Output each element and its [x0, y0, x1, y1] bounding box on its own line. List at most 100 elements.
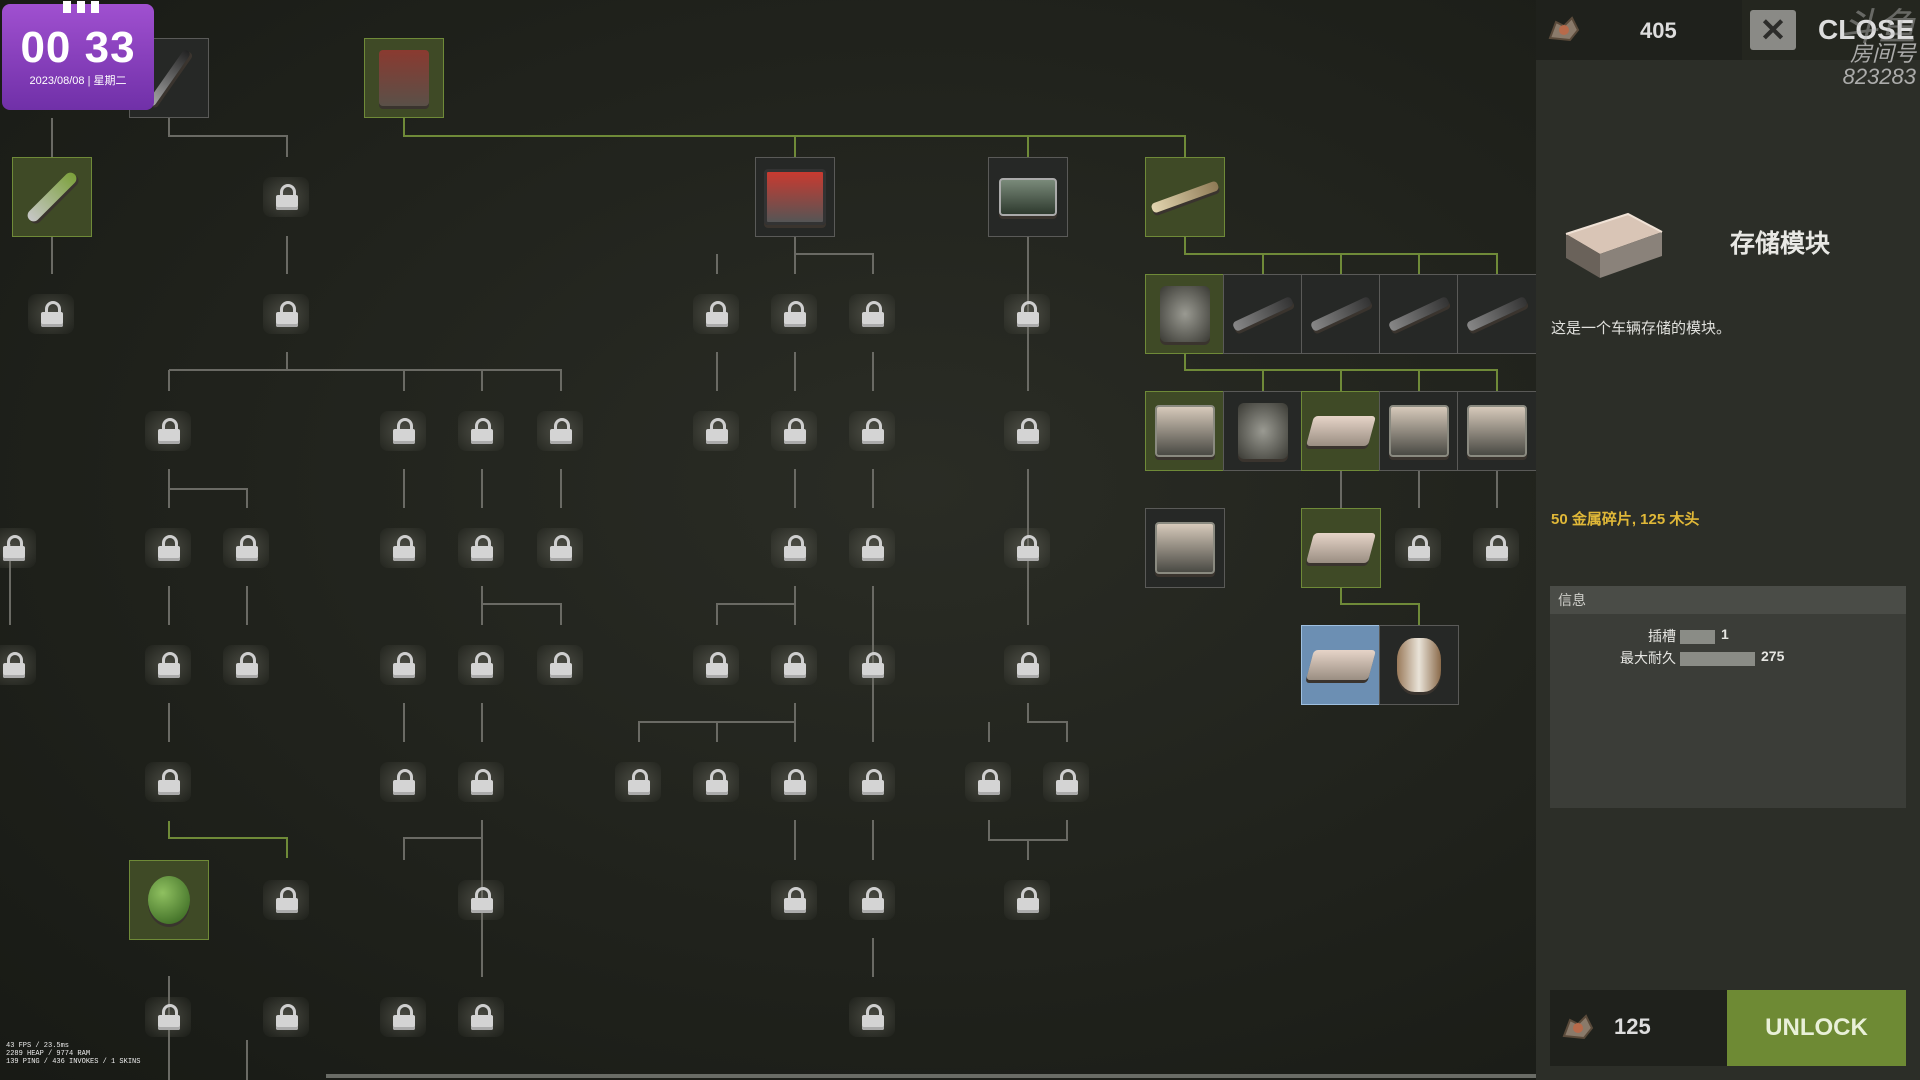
tree-node-locked[interactable] — [442, 977, 522, 1057]
tree-node-locked[interactable] — [1457, 508, 1536, 588]
tree-node-locked[interactable] — [247, 977, 327, 1057]
tree-node-locked[interactable] — [988, 860, 1068, 940]
tree-node-locked[interactable] — [755, 391, 835, 471]
tree-node-locked[interactable] — [1379, 508, 1459, 588]
tree-node-engine-module[interactable] — [1223, 391, 1303, 471]
tech-tree-area[interactable] — [0, 0, 1536, 1080]
tree-node-armored-cockpit[interactable] — [1457, 391, 1536, 471]
item-cost: 50 金属碎片, 125 木头 — [1551, 511, 1700, 528]
tree-node-locked[interactable] — [129, 508, 209, 588]
tree-node-workbench[interactable] — [364, 38, 444, 118]
tree-node-locked[interactable] — [521, 625, 601, 705]
tree-node-cockpit-module[interactable] — [1145, 391, 1225, 471]
tech-tree-connections — [9, 118, 1498, 1080]
tree-node-locked[interactable] — [1027, 742, 1107, 822]
tree-node-locked[interactable] — [364, 508, 444, 588]
tree-node-storage-module[interactable] — [1301, 625, 1381, 705]
tree-node-locked[interactable] — [442, 742, 522, 822]
lock-icon — [1017, 887, 1039, 913]
tree-node-locked[interactable] — [677, 625, 757, 705]
tree-node-locked[interactable] — [129, 742, 209, 822]
tree-node-locked[interactable] — [677, 274, 757, 354]
valve-icon — [1465, 295, 1529, 333]
tree-node-locked[interactable] — [247, 157, 327, 237]
tree-node-locked[interactable] — [755, 625, 835, 705]
tree-node-locked[interactable] — [364, 742, 444, 822]
tree-node-locked[interactable] — [833, 391, 913, 471]
tree-node-locked[interactable] — [0, 508, 54, 588]
tree-node-cockpit-engine-module[interactable] — [1379, 391, 1459, 471]
tree-node-locked[interactable] — [442, 625, 522, 705]
tree-node-grenade[interactable] — [129, 860, 209, 940]
tree-node-locked[interactable] — [755, 508, 835, 588]
tree-node-fuel-tank[interactable] — [1379, 625, 1459, 705]
tree-node-locked[interactable] — [755, 742, 835, 822]
tree-node-locked[interactable] — [833, 274, 913, 354]
tree-node-locked[interactable] — [988, 391, 1068, 471]
tree-node-locked[interactable] — [833, 860, 913, 940]
tree-node-locked[interactable] — [0, 625, 54, 705]
clock-date: 2023/08/08 | 星期二 — [29, 75, 127, 87]
close-button[interactable]: ✕ CLOSE — [1742, 0, 1920, 60]
tree-node-locked[interactable] — [677, 742, 757, 822]
tree-node-locked[interactable] — [247, 274, 327, 354]
tree-node-locked[interactable] — [129, 391, 209, 471]
tree-node-locked[interactable] — [364, 391, 444, 471]
clock-time: 00 33 — [20, 23, 136, 72]
tree-node-locked[interactable] — [129, 977, 209, 1057]
lock-icon — [1408, 535, 1430, 561]
armored-cockpit-icon — [1467, 405, 1527, 457]
tree-node-locked[interactable] — [364, 625, 444, 705]
horizontal-scrollbar[interactable] — [326, 1074, 1536, 1078]
lock-icon — [862, 887, 884, 913]
tree-node-generator[interactable] — [755, 157, 835, 237]
tree-node-locked[interactable] — [833, 977, 913, 1057]
tree-node-passenger-module[interactable] — [1145, 508, 1225, 588]
lock-icon — [1486, 535, 1508, 561]
lock-icon — [276, 184, 298, 210]
tree-node-locked[interactable] — [833, 508, 913, 588]
tree-node-locked[interactable] — [755, 860, 835, 940]
tree-node-locked[interactable] — [521, 391, 601, 471]
tree-node-locked[interactable] — [442, 860, 522, 940]
unlock-button[interactable]: UNLOCK — [1727, 990, 1906, 1066]
tree-node-camshaft[interactable] — [1223, 274, 1303, 354]
lock-icon — [862, 418, 884, 444]
tree-node-vehicle-parts[interactable] — [1145, 157, 1225, 237]
tree-node-locked[interactable] — [988, 625, 1068, 705]
tree-node-pager[interactable] — [988, 157, 1068, 237]
tree-node-locked[interactable] — [599, 742, 679, 822]
crankshaft-icon — [1309, 295, 1373, 333]
tree-node-flatbed-module[interactable] — [1301, 391, 1381, 471]
tree-node-locked[interactable] — [247, 860, 327, 940]
tree-node-locked[interactable] — [755, 274, 835, 354]
tree-node-locked[interactable] — [833, 625, 913, 705]
tree-node-locked[interactable] — [129, 625, 209, 705]
tree-node-locked[interactable] — [988, 274, 1068, 354]
tree-node-locked[interactable] — [988, 508, 1068, 588]
tree-node-valve[interactable] — [1457, 274, 1536, 354]
tree-node-rear-seats[interactable] — [1301, 508, 1381, 588]
tree-node-locked[interactable] — [949, 742, 1029, 822]
tree-node-crankshaft[interactable] — [1301, 274, 1381, 354]
generator-icon — [764, 169, 826, 225]
tree-node-syringe[interactable] — [12, 157, 92, 237]
tree-node-locked[interactable] — [12, 274, 92, 354]
lock-icon — [550, 652, 572, 678]
workbench-icon — [379, 50, 429, 106]
item-description: 这是一个车辆存储的模块。 — [1551, 320, 1732, 337]
tree-node-locked[interactable] — [677, 391, 757, 471]
tree-node-spark-plug[interactable] — [1379, 274, 1459, 354]
tree-node-locked[interactable] — [364, 977, 444, 1057]
tree-node-engine-block[interactable] — [1145, 274, 1225, 354]
tree-node-locked[interactable] — [442, 391, 522, 471]
tree-node-locked[interactable] — [521, 508, 601, 588]
stats-line: 2289 HEAP / 9774 RAM — [6, 1050, 91, 1058]
lock-icon — [706, 418, 728, 444]
tree-node-locked[interactable] — [207, 508, 287, 588]
stat-label: 插槽 — [1648, 628, 1676, 644]
tree-node-locked[interactable] — [207, 625, 287, 705]
tree-node-locked[interactable] — [833, 742, 913, 822]
tree-node-locked[interactable] — [442, 508, 522, 588]
lock-icon — [471, 535, 493, 561]
